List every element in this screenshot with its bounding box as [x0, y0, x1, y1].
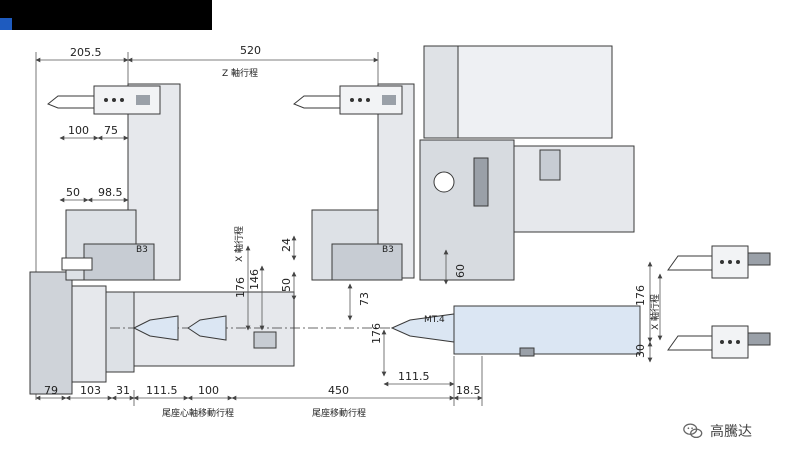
left-turret-column	[47, 83, 181, 281]
dim-73: 73	[358, 292, 371, 306]
x-axis-travel-right: X 軸行程	[649, 294, 661, 330]
turret-label-b3-left: B3	[136, 245, 148, 255]
dim-111-5: 111.5	[146, 384, 178, 397]
tailstock-travel-label: 尾座移動行程	[312, 407, 366, 419]
dim-18-5: 18.5	[456, 384, 481, 397]
dim-176-left: 176	[234, 277, 247, 298]
redacted-title-bar	[0, 0, 212, 30]
mt4-label: MT.4	[424, 315, 445, 325]
tailstock-body	[110, 291, 640, 367]
x-axis-travel-left: X 軸行程	[233, 226, 245, 262]
tailstock-quill-travel-label: 尾座心軸移動行程	[162, 407, 234, 419]
right-turret-column	[293, 83, 415, 281]
tailstock-unit	[390, 305, 641, 357]
dim-50: 50	[66, 186, 80, 199]
dim-30: 30	[634, 344, 647, 358]
dim-24: 24	[280, 238, 293, 252]
wechat-icon	[683, 423, 703, 439]
watermark-text: 高騰达	[710, 424, 752, 440]
dim-111-5-mid: 111.5	[398, 370, 430, 383]
dim-176-center: 176	[370, 323, 383, 344]
dim-146: 146	[248, 269, 261, 290]
dim-60: 60	[454, 264, 467, 278]
right-tool-holders	[667, 245, 771, 359]
dim-450: 450	[328, 384, 349, 397]
dim-100-bottom: 100	[198, 384, 219, 397]
dim-79: 79	[44, 384, 58, 397]
bottom-dimension-lines	[35, 356, 483, 406]
dim-100: 100	[68, 124, 89, 137]
turret-label-b3-right: B3	[382, 245, 394, 255]
motor-assembly	[419, 45, 635, 281]
watermark: 高騰达	[682, 420, 752, 442]
headstock	[29, 271, 135, 395]
dim-98-5: 98.5	[98, 186, 123, 199]
dim-103: 103	[80, 384, 101, 397]
dim-31: 31	[116, 384, 130, 397]
top-dimension-lines	[35, 52, 379, 400]
dim-520: 520	[240, 44, 261, 57]
dim-50-vertical: 50	[280, 278, 293, 292]
dim-75: 75	[104, 124, 118, 137]
title-accent	[0, 18, 12, 30]
dim-205-5: 205.5	[70, 46, 102, 59]
vertical-dimension-lines	[245, 235, 663, 377]
dim-176-right: 176	[634, 285, 647, 306]
z-axis-travel-label: Z 軸行程	[222, 67, 258, 79]
